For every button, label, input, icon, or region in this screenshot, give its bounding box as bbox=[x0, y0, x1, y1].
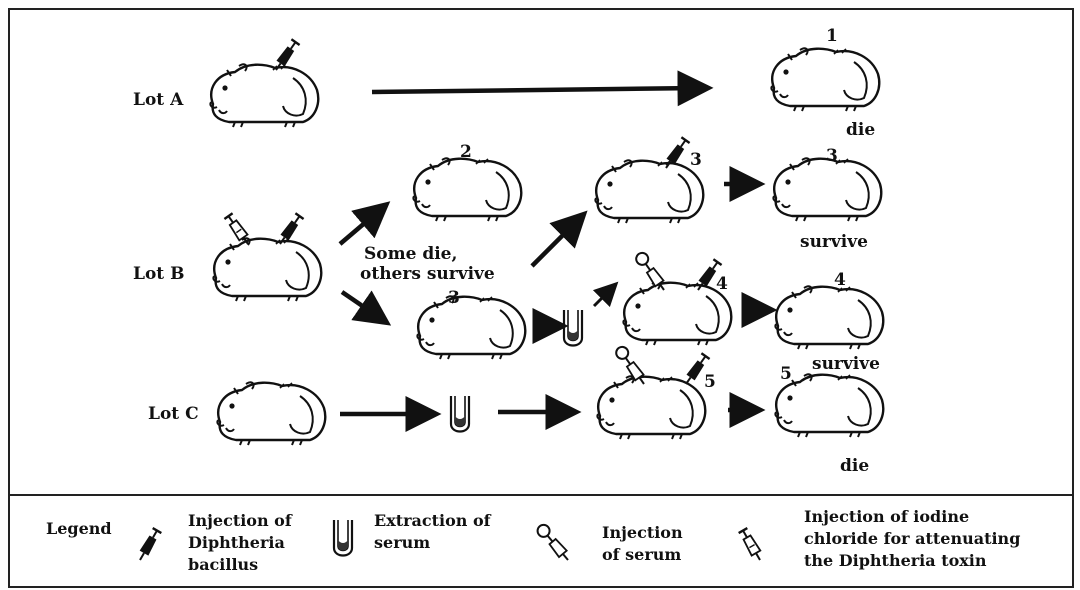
legend-tube-icon bbox=[334, 520, 352, 556]
arrow-to-pig-3 bbox=[342, 292, 380, 318]
legend-item-serum-extraction: Extraction of serum bbox=[374, 510, 491, 554]
pig-2 bbox=[413, 158, 521, 221]
lot-b-pig bbox=[213, 238, 321, 301]
legend-serum-line-1: Injection bbox=[602, 522, 683, 544]
number-5-right: 5 bbox=[780, 364, 792, 384]
legend-item-serum-injection: Injection of serum bbox=[602, 522, 683, 566]
number-5-left: 5 bbox=[704, 372, 716, 392]
legend-bacillus-line-1: Injection of bbox=[188, 510, 292, 532]
pig-3b bbox=[595, 160, 703, 223]
lot-c-tube-icon bbox=[451, 396, 469, 432]
outcome-lot-a: die bbox=[846, 120, 875, 140]
number-1: 1 bbox=[826, 26, 838, 46]
pig-3 bbox=[417, 296, 525, 359]
number-4-left: 4 bbox=[716, 274, 728, 294]
pig-1 bbox=[771, 48, 879, 111]
legend-serum-line-2: of serum bbox=[602, 544, 683, 566]
lot-a-arrow bbox=[372, 88, 700, 92]
legend-iodine-line-3: the Diphtheria toxin bbox=[804, 550, 1020, 572]
pig-4b bbox=[775, 286, 883, 349]
legend-extraction-line-1: Extraction of bbox=[374, 510, 491, 532]
number-3-top: 3 bbox=[690, 150, 702, 170]
number-4-right: 4 bbox=[834, 270, 846, 290]
legend-iodine-line-2: chloride for attenuating bbox=[804, 528, 1020, 550]
legend-title: Legend bbox=[46, 518, 112, 540]
number-2: 2 bbox=[460, 142, 472, 162]
legend-iodine-line-1: Injection of iodine bbox=[804, 506, 1020, 528]
lot-b-tube-icon bbox=[564, 310, 582, 346]
arrow-to-pig-2 bbox=[340, 210, 380, 244]
number-3-lower: 3 bbox=[448, 288, 460, 308]
number-3-right: 3 bbox=[826, 146, 838, 166]
legend-item-iodine: Injection of iodine chloride for attenua… bbox=[804, 506, 1020, 572]
outcome-pig-3: survive bbox=[800, 232, 868, 252]
legend-iodine-syringe-icon bbox=[739, 528, 765, 562]
arrow-to-pig-3b bbox=[532, 220, 578, 266]
some-die-line-2: others survive bbox=[360, 264, 495, 284]
legend-serum-syringe-icon bbox=[535, 522, 572, 563]
legend-bacillus-line-2: Diphtheria bbox=[188, 532, 292, 554]
lot-c-pig bbox=[217, 382, 325, 445]
lot-a-label: Lot A bbox=[133, 90, 183, 110]
legend-item-bacillus: Injection of Diphtheria bacillus bbox=[188, 510, 292, 576]
lot-c-label: Lot C bbox=[148, 404, 199, 424]
pig-5 bbox=[597, 376, 705, 439]
lot-b-label: Lot B bbox=[133, 264, 184, 284]
outcome-lot-c: die bbox=[840, 456, 869, 476]
arrow-tube-to-pig-4 bbox=[594, 288, 612, 306]
legend-extraction-line-2: serum bbox=[374, 532, 491, 554]
legend-bacillus-syringe-icon bbox=[136, 528, 162, 562]
some-die-line-1: Some die, bbox=[364, 244, 495, 264]
legend-bacillus-line-3: bacillus bbox=[188, 554, 292, 576]
lot-a-pig bbox=[210, 64, 318, 127]
some-die-note: Some die, others survive bbox=[364, 244, 495, 284]
pig-3c bbox=[773, 158, 881, 221]
outcome-pig-4: survive bbox=[812, 354, 880, 374]
